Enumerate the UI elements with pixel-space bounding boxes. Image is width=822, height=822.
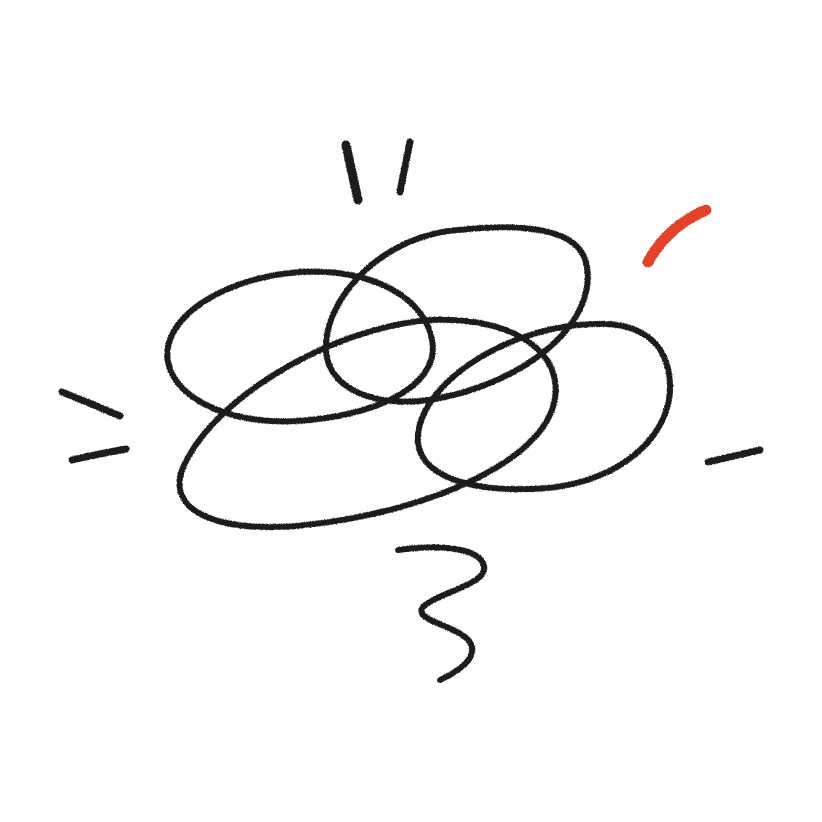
motion-tick-right — [704, 446, 764, 466]
spring-squiggle — [395, 544, 488, 683]
accent-arc — [642, 204, 712, 268]
scribble-loop-upper-left — [164, 268, 436, 425]
scribble-loop-large — [176, 316, 559, 530]
motion-tick-top-left — [341, 140, 363, 205]
motion-tick-left-lower — [68, 445, 130, 464]
scribble-loop-upper-right — [322, 224, 591, 405]
motion-tick-top-right — [396, 138, 414, 196]
motion-tick-left-upper — [58, 388, 124, 420]
scribble-loop-right — [414, 320, 674, 493]
